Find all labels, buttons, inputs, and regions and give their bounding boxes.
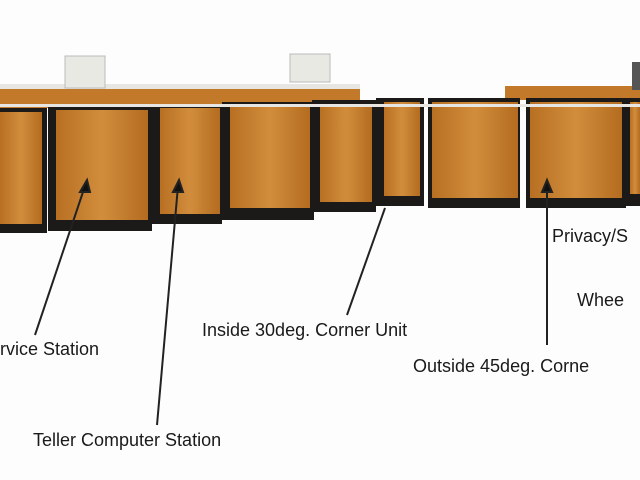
- monitor: [64, 53, 640, 90]
- label-teller-computer-station: Teller Computer Station: [33, 430, 222, 450]
- label-service-station: rvice Station: [0, 339, 100, 359]
- pointer-arrows: [34, 177, 554, 426]
- label-inside-corner-unit: Inside 30deg. Corner Unit: [202, 320, 408, 340]
- label-outside-corner-unit: Outside 45deg. Corne: [413, 356, 590, 376]
- label-privacy: Privacy/S: [552, 226, 629, 246]
- label-wheel: Whee: [577, 290, 625, 310]
- front-cabinets: [0, 98, 640, 233]
